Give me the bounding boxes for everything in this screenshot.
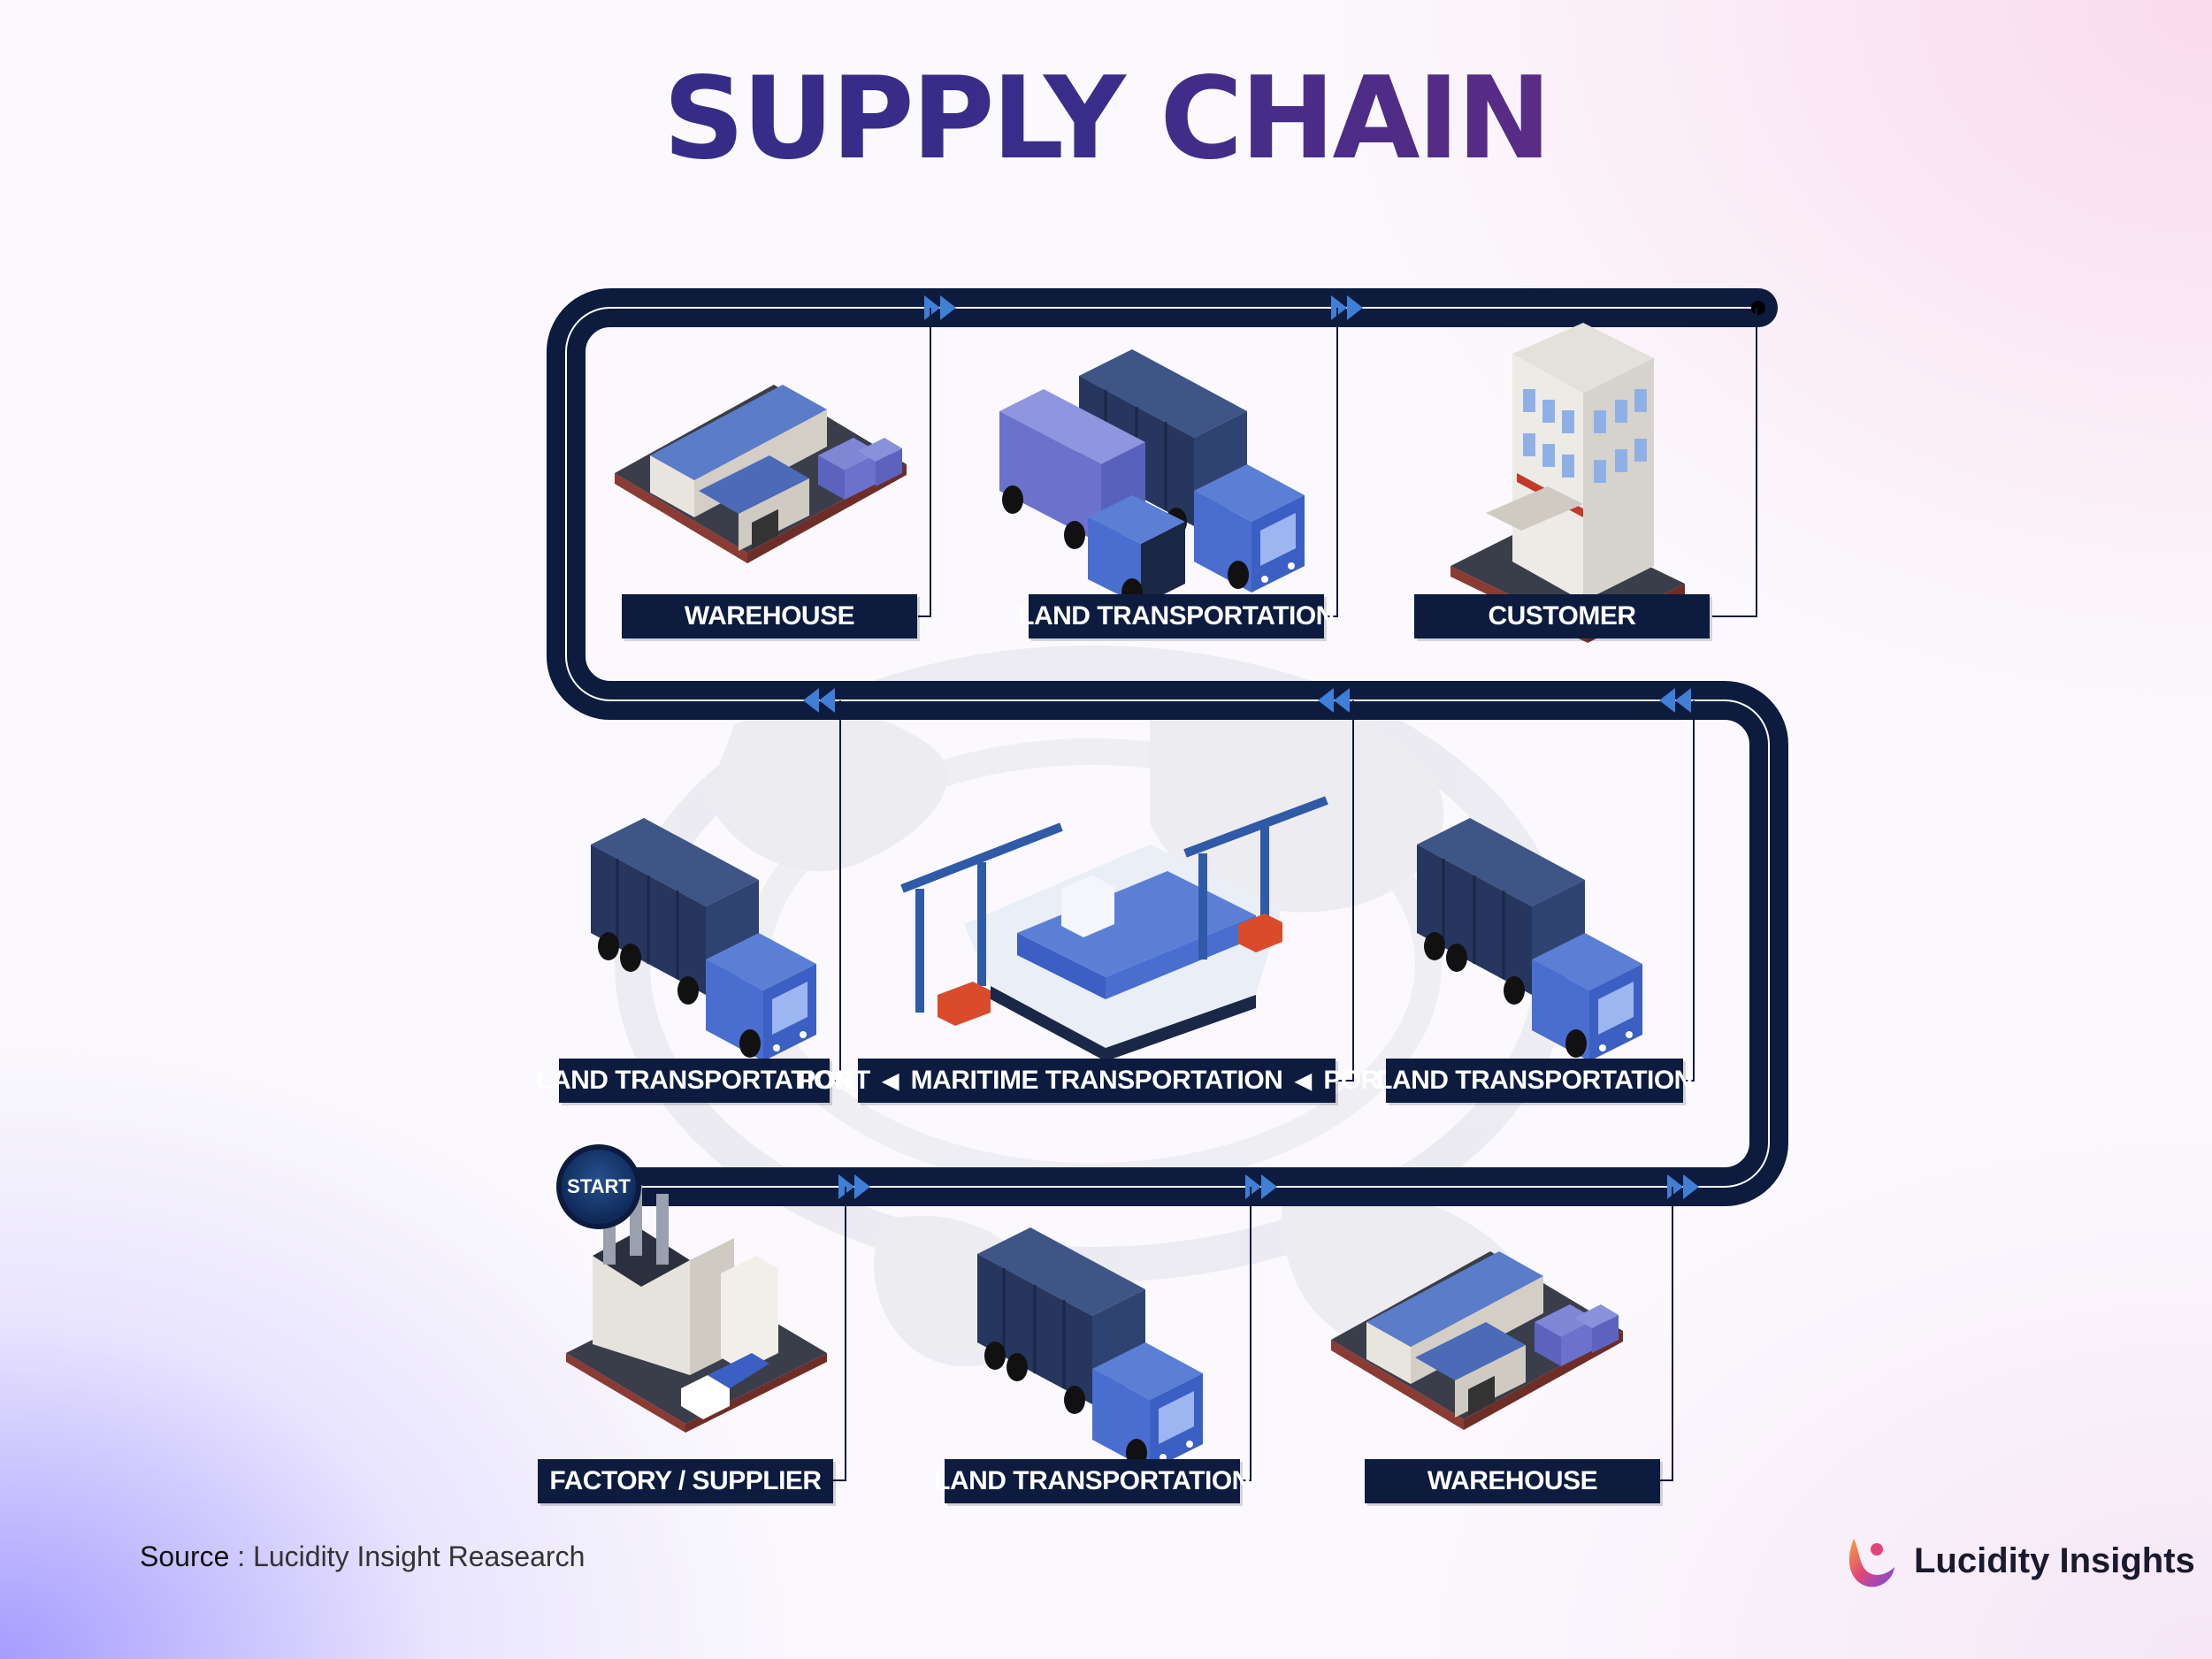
factory-illustration <box>566 1185 827 1433</box>
flow-path <box>547 288 1788 1206</box>
step-label-port-maritime-port: PORT ◀ MARITIME TRANSPORTATION ◀ PORT <box>798 1059 1396 1103</box>
step-label-customer: CUSTOMER <box>1414 594 1710 638</box>
step-label-warehouse-2: WAREHOUSE <box>622 594 917 638</box>
page-title: SUPPLY CHAIN <box>0 53 2212 186</box>
port-left-label: PORT <box>798 1066 870 1095</box>
connector-lines <box>830 308 1757 1481</box>
truck-illustration-4 <box>999 348 1306 607</box>
start-badge: START <box>556 1144 641 1229</box>
lucidity-logo-icon <box>1848 1539 1894 1587</box>
step-label-land-transportation-1: LAND TRANSPORTATION <box>934 1459 1251 1503</box>
maritime-label: MARITIME TRANSPORTATION <box>910 1066 1283 1095</box>
step-label-warehouse-1: WAREHOUSE <box>1365 1459 1660 1503</box>
brand-name: Lucidity Insights <box>1914 1540 2195 1580</box>
step-label-land-transportation-2: LAND TRANSPORTATION <box>536 1059 853 1103</box>
step-label-factory-supplier: FACTORY / SUPPLIER <box>538 1459 833 1503</box>
arrow-left-icon: ◀ <box>882 1068 899 1093</box>
source-note: Source : Lucidity Insight Reasearch <box>140 1540 585 1573</box>
source-separator: : <box>229 1540 254 1572</box>
source-text: Lucidity Insight Reasearch <box>253 1540 586 1572</box>
port-right-label: PORT <box>1323 1066 1396 1095</box>
warehouse-illustration-1 <box>615 385 907 563</box>
brand-logo: Lucidity Insights <box>1841 1530 2195 1592</box>
arrow-left-icon: ◀ <box>1295 1068 1312 1093</box>
ship-port-illustration <box>900 796 1328 1061</box>
source-prefix: Source <box>140 1540 230 1572</box>
step-label-land-transportation-3: LAND TRANSPORTATION <box>1376 1059 1693 1103</box>
step-label-land-transportation-4: LAND TRANSPORTATION <box>1018 594 1335 638</box>
